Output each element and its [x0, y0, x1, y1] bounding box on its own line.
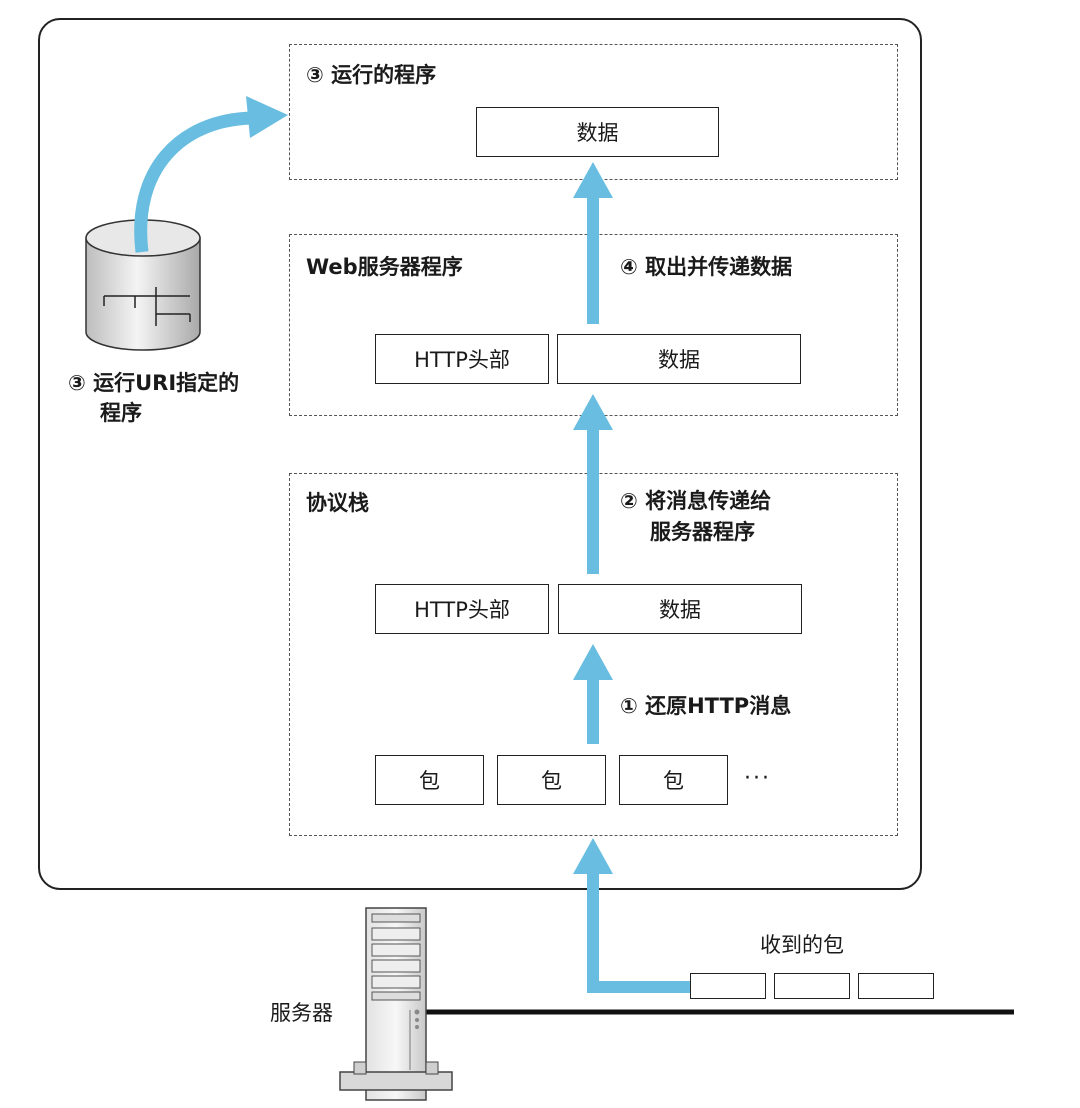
web-server-header-box: HTTP头部	[375, 334, 549, 384]
running-program-data-box: 数据	[476, 107, 719, 157]
received-packet-box	[690, 973, 766, 999]
arrow-up-icon	[573, 838, 690, 993]
step4-label: ④ 取出并传递数据	[620, 255, 793, 279]
protocol-stack-data-box: 数据	[558, 584, 802, 634]
server-icon	[339, 907, 453, 1101]
arrow-up-icon	[573, 644, 613, 744]
step2-label-line1: ② 将消息传递给	[620, 489, 772, 513]
packet-box: 包	[619, 755, 728, 805]
arrow-up-icon	[573, 162, 613, 324]
web-server-data-box: 数据	[557, 334, 801, 384]
arrow-up-icon	[573, 394, 613, 574]
web-server-title: Web服务器程序	[306, 255, 463, 279]
step3-label-line2: 程序	[100, 401, 142, 425]
curved-arrow-icon	[134, 96, 288, 253]
step2-label-line2: 服务器程序	[650, 520, 755, 544]
received-packet-box	[858, 973, 934, 999]
running-program-title: ③ 运行的程序	[306, 63, 437, 87]
step3-label-line1: ③ 运行URI指定的	[68, 371, 240, 395]
received-packets-label: 收到的包	[760, 933, 844, 957]
server-frame	[38, 18, 922, 890]
step1-label: ① 还原HTTP消息	[620, 694, 792, 718]
packet-ellipsis: ···	[744, 766, 771, 791]
protocol-stack-title: 协议栈	[306, 491, 369, 515]
server-label: 服务器	[270, 1001, 333, 1025]
packet-box: 包	[497, 755, 606, 805]
packet-box: 包	[375, 755, 484, 805]
received-packet-box	[774, 973, 850, 999]
protocol-stack-header-box: HTTP头部	[375, 584, 549, 634]
